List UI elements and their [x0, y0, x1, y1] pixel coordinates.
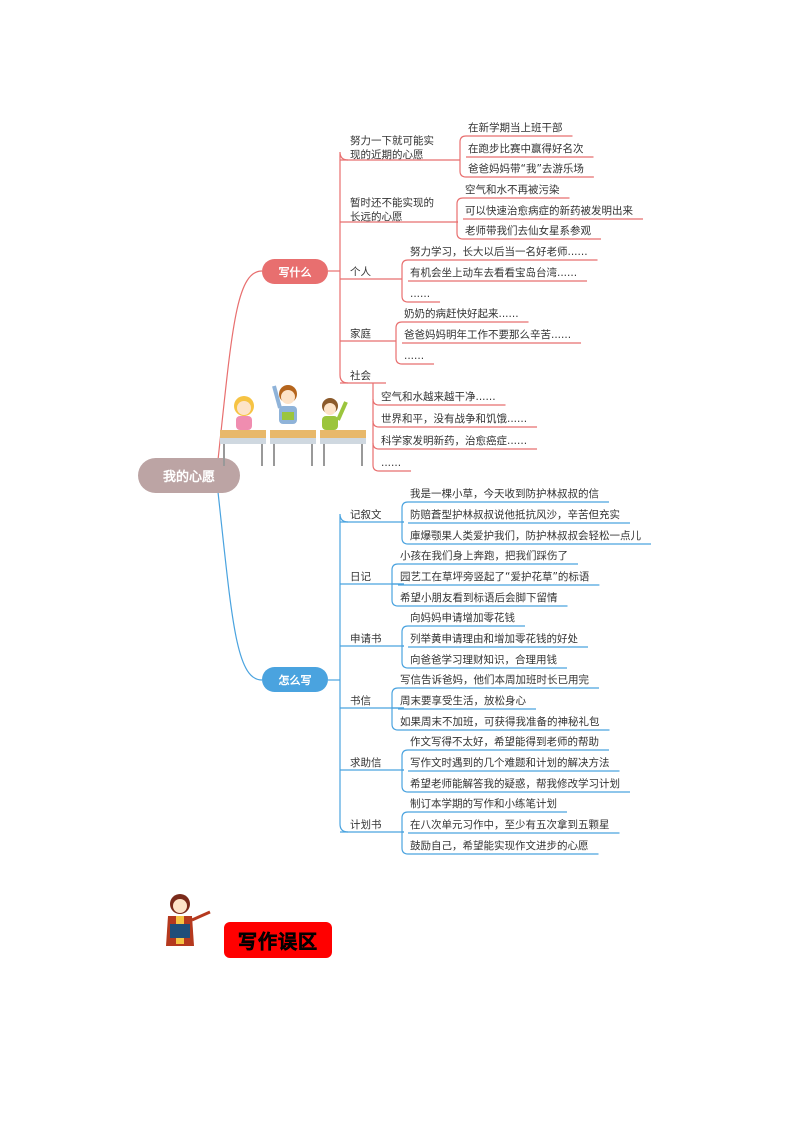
- how-category-1-item[interactable]: 园艺工在草坪旁竖起了“爱护花草”的标语: [400, 571, 590, 583]
- how-category-1-item[interactable]: 希望小朋友看到标语后会脚下留情: [400, 592, 558, 604]
- what-category-2-item[interactable]: 有机会坐上动车去看看宝岛台湾......: [410, 267, 578, 279]
- branch-how[interactable]: 怎么写: [262, 667, 328, 692]
- what-category-1-item[interactable]: 可以快速治愈病症的新药被发明出来: [465, 205, 633, 217]
- what-bracket-tick: [372, 442, 380, 450]
- how-category-0-item[interactable]: 防赔蒼型护林叔叔说他抵抗风沙，辛苦但充实: [410, 509, 620, 521]
- teacher-illustration: [166, 894, 211, 946]
- how-bracket: [391, 687, 404, 731]
- what-category-4-item[interactable]: 科学家发明新药，治愈癌症......: [381, 435, 528, 447]
- what-category-0-item[interactable]: 在新学期当上班干部: [468, 122, 563, 134]
- branch-how-label: 怎么写: [278, 673, 312, 687]
- what-bracket: [396, 259, 409, 303]
- what-category-1-item[interactable]: 老师带我们去仙女星系参观: [465, 225, 591, 237]
- how-category-4-item[interactable]: 希望老师能解答我的疑惑，帮我修改学习计划: [410, 778, 620, 790]
- how-category-4[interactable]: 求助信: [350, 757, 382, 769]
- how-category-0-item[interactable]: 庫爆颚果人类爱护我们，防护林叔叔会轻松一点儿: [410, 530, 641, 542]
- what-category-3-item[interactable]: 爸爸妈妈明年工作不要那么辛苦......: [404, 329, 572, 341]
- root-node[interactable]: 我的心愿: [138, 458, 240, 493]
- root-to-how-line: [217, 491, 263, 681]
- how-category-2-item[interactable]: 向妈妈申请增加零花钱: [410, 612, 515, 624]
- branch-what-label: 写什么: [278, 265, 312, 279]
- what-bracket: [456, 197, 464, 240]
- root-label: 我的心愿: [162, 470, 215, 485]
- what-bracket: [372, 383, 380, 472]
- root-to-what-line: [217, 270, 263, 461]
- how-category-5-item[interactable]: 制订本学期的写作和小练笔计划: [410, 798, 557, 810]
- what-bracket-tick: [372, 398, 380, 406]
- how-category-1[interactable]: 日记: [350, 571, 371, 583]
- how-bracket: [401, 749, 409, 793]
- what-category-1-item[interactable]: 空气和水不再被污染: [465, 184, 560, 196]
- what-category-0[interactable]: 努力一下就可能实现的近期的心愿: [350, 135, 434, 161]
- what-category-0-item[interactable]: 爸爸妈妈带“我”去游乐场: [468, 163, 584, 175]
- how-category-3-item[interactable]: 如果周末不加班，可获得我准备的神秘礼包: [400, 716, 600, 728]
- what-bracket-tick: [372, 420, 380, 428]
- how-category-1-item[interactable]: 小孩在我们身上奔跑，把我们踩伤了: [400, 550, 568, 562]
- how-bracket: [401, 811, 409, 855]
- how-category-4-item[interactable]: 作文写得不太好，希望能得到老师的帮助: [410, 736, 599, 748]
- what-category-2-item[interactable]: 努力学习，长大以后当一名好老师......: [410, 246, 588, 258]
- how-category-2-item[interactable]: 向爸爸学习理财知识，合理用钱: [410, 654, 557, 666]
- badge-label: 写作误区: [237, 930, 318, 953]
- how-bracket: [391, 563, 404, 607]
- how-category-3-item[interactable]: 写信告诉爸妈，他们本周加班时长已用完: [400, 674, 589, 686]
- how-category-5[interactable]: 计划书: [350, 819, 382, 831]
- how-category-0[interactable]: 记叙文: [350, 509, 382, 521]
- how-bracket: [401, 501, 409, 545]
- what-bracket: [458, 135, 467, 178]
- children-at-desks-illustration: [220, 385, 366, 466]
- how-category-0-item[interactable]: 我是一棵小草，今天收到防护林叔叔的信: [410, 488, 599, 500]
- how-trunk: [339, 513, 349, 833]
- how-category-3[interactable]: 书信: [350, 695, 371, 707]
- writing-mistakes-badge: 写作误区: [224, 922, 332, 958]
- what-category-3-item[interactable]: 奶奶的病赶快好起来......: [404, 308, 519, 320]
- how-category-4-item[interactable]: 写作文时遇到的几个难题和计划的解决方法: [410, 757, 610, 769]
- what-category-3-item[interactable]: ......: [404, 350, 425, 362]
- what-category-0-item[interactable]: 在跑步比赛中赢得好名次: [468, 143, 584, 155]
- what-category-1[interactable]: 暂时还不能实现的长远的心愿: [350, 197, 434, 223]
- how-category-5-item[interactable]: 在八次单元习作中，至少有五次拿到五颗星: [410, 819, 610, 831]
- what-category-4-item[interactable]: ......: [381, 457, 402, 469]
- how-category-2[interactable]: 申请书: [350, 633, 382, 645]
- what-bracket: [395, 321, 403, 365]
- what-trunk: [339, 151, 349, 384]
- branch-what[interactable]: 写什么: [262, 259, 328, 284]
- how-category-2-item[interactable]: 列举黄申请理由和增加零花钱的好处: [410, 633, 578, 645]
- what-category-2-item[interactable]: ......: [410, 288, 431, 300]
- what-category-4-item[interactable]: 空气和水越来越干净......: [381, 391, 496, 403]
- what-category-4[interactable]: 社会: [350, 370, 371, 382]
- how-bracket: [401, 625, 409, 669]
- how-category-5-item[interactable]: 鼓励自己，希望能实现作文进步的心愿: [410, 840, 589, 852]
- what-category-2[interactable]: 个人: [350, 266, 371, 278]
- what-category-3[interactable]: 家庭: [350, 328, 371, 340]
- what-category-4-item[interactable]: 世界和平，没有战争和饥饿......: [381, 413, 528, 425]
- how-category-3-item[interactable]: 周末要享受生活，放松身心: [400, 695, 526, 707]
